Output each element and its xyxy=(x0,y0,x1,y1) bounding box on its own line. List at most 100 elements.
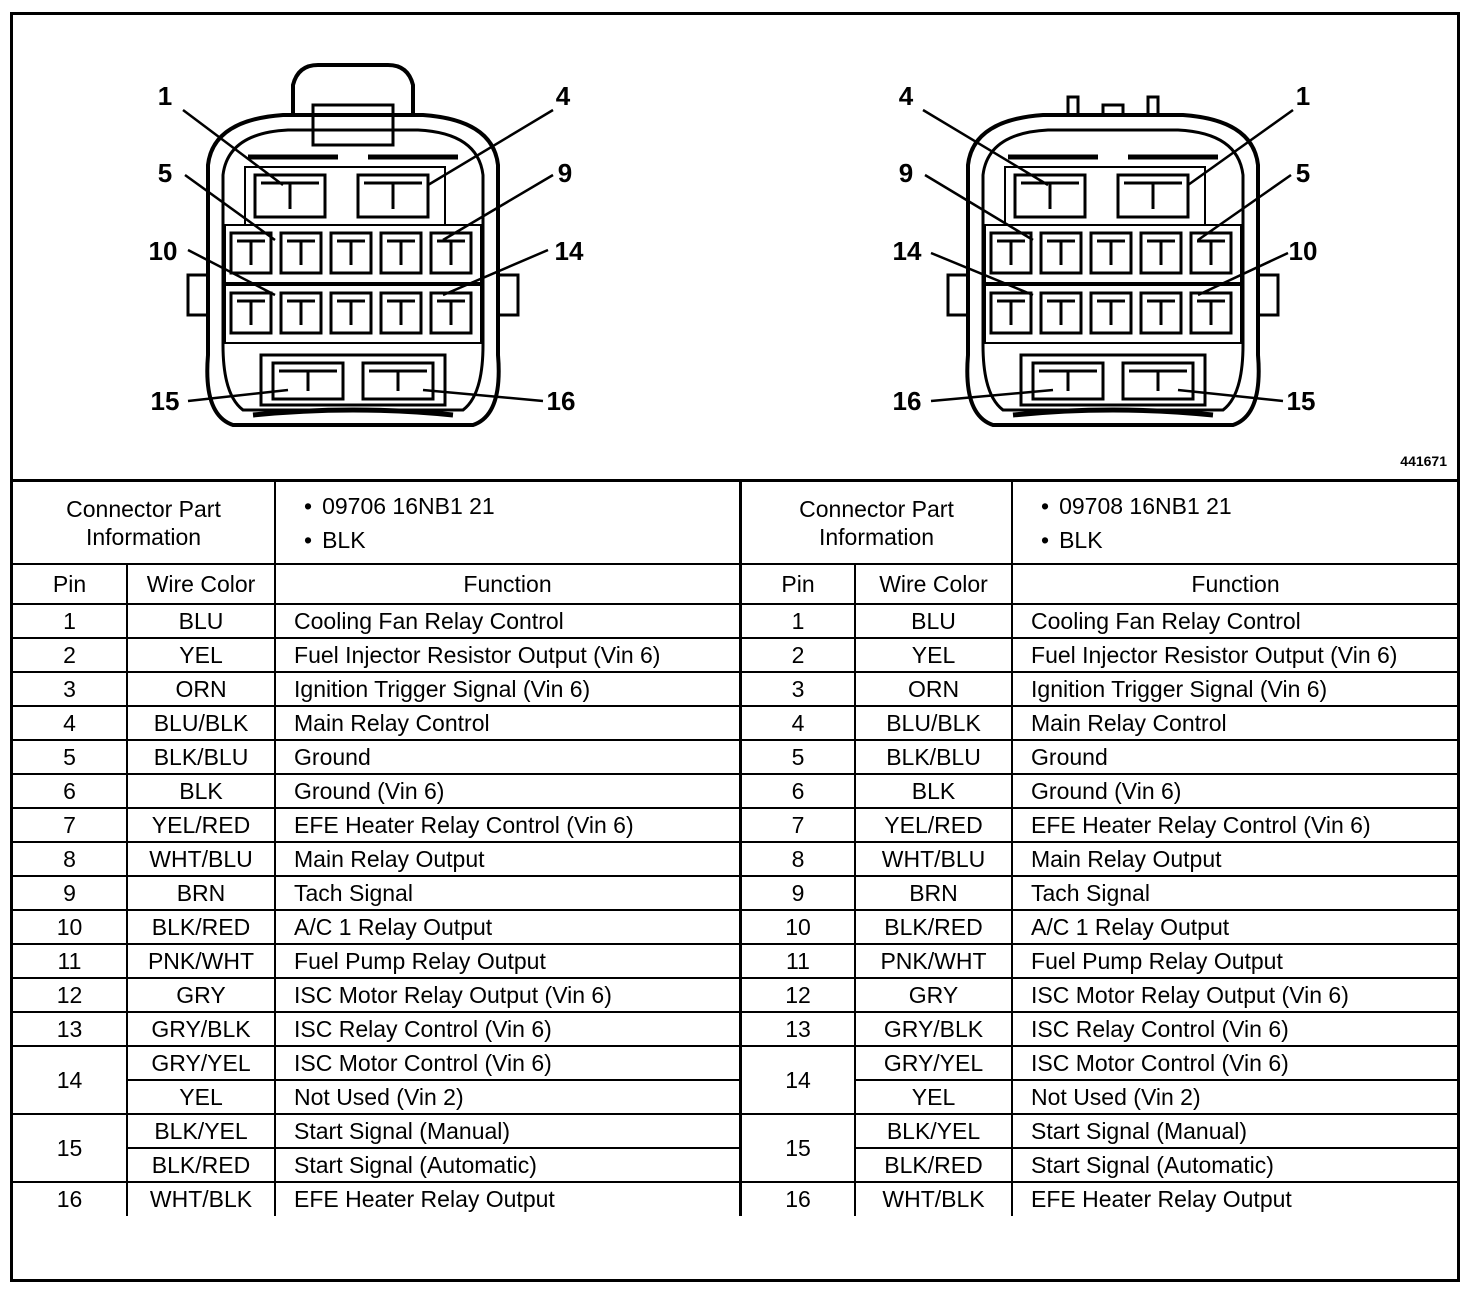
pin-number: 13 xyxy=(13,1011,128,1047)
pin-function: A/C 1 Relay Output xyxy=(274,909,742,945)
cavity-group xyxy=(259,353,447,407)
pin-cavity-latch xyxy=(1097,299,1125,325)
pin-function: Start Signal (Manual) xyxy=(1011,1113,1459,1149)
pin-number: 8 xyxy=(13,841,128,877)
pin-callout-label: 14 xyxy=(555,236,584,266)
pin-cavity-latch xyxy=(1147,239,1175,265)
pin-number: 1 xyxy=(13,603,128,639)
callout-leader xyxy=(924,173,1034,242)
connector-housing xyxy=(205,113,501,427)
pin-callout-label: 16 xyxy=(893,386,922,416)
pin-callout-label: 9 xyxy=(558,158,572,188)
pin-number: 15 xyxy=(13,1113,128,1183)
col-pin: Pin xyxy=(13,563,128,605)
wire-color: BLK xyxy=(125,773,277,809)
col-pin: Pin xyxy=(740,563,856,605)
connector-housing xyxy=(965,113,1261,427)
pin-cavity-latch xyxy=(1097,239,1125,265)
wire-color: BLU xyxy=(125,603,277,639)
pin-cavity-latch xyxy=(337,239,365,265)
wire-color: BLK/BLU xyxy=(125,739,277,775)
pin-function: EFE Heater Relay Control (Vin 6) xyxy=(1011,807,1459,843)
cavity-group xyxy=(984,284,1242,344)
pin-cavity xyxy=(356,173,430,219)
pin-cavity-latch xyxy=(1039,369,1097,391)
pin-cavity-latch xyxy=(997,239,1025,265)
pin-function: Ground xyxy=(274,739,742,775)
right-pinout-table: Connector Part Information 09708 16NB1 2… xyxy=(739,482,1459,1216)
pin-cavity-latch xyxy=(369,369,427,391)
pin-cavity xyxy=(989,231,1033,275)
pin-function: Ground (Vin 6) xyxy=(1011,773,1459,809)
pin-function: Not Used (Vin 2) xyxy=(1011,1079,1459,1115)
wire-color: BLU xyxy=(853,603,1014,639)
pin-function: Main Relay Control xyxy=(1011,705,1459,741)
pin-callout-label: 5 xyxy=(1296,158,1310,188)
part-number: 09706 16NB1 21 xyxy=(304,489,739,523)
wire-color: YEL xyxy=(125,637,277,673)
pin-cavity-latch xyxy=(1197,299,1225,325)
pin-function: Start Signal (Automatic) xyxy=(1011,1147,1459,1183)
pin-cavity-latch xyxy=(337,299,365,325)
pin-cavity-latch xyxy=(437,299,465,325)
pin-cavity xyxy=(279,231,323,275)
pin-function: Fuel Injector Resistor Output (Vin 6) xyxy=(1011,637,1459,673)
pin-function: Ground (Vin 6) xyxy=(274,773,742,809)
wire-color: ORN xyxy=(125,671,277,707)
pin-function: EFE Heater Relay Output xyxy=(1011,1181,1459,1216)
wire-color: BLK/RED xyxy=(853,1147,1014,1183)
pin-cavity xyxy=(379,231,423,275)
wire-color: BLU/BLK xyxy=(853,705,1014,741)
pin-function: Main Relay Output xyxy=(1011,841,1459,877)
part-info-values: 09708 16NB1 21 BLK xyxy=(1011,482,1459,565)
callout-leader xyxy=(922,108,1049,187)
part-number: 09708 16NB1 21 xyxy=(1041,489,1458,523)
wire-color: WHT/BLK xyxy=(125,1181,277,1216)
pin-callout-label: 10 xyxy=(149,236,178,266)
pin-cavity-latch xyxy=(287,299,315,325)
callout-leader xyxy=(422,388,544,403)
col-function: Function xyxy=(274,563,742,605)
pin-function: A/C 1 Relay Output xyxy=(1011,909,1459,945)
pin-callout-label: 4 xyxy=(556,81,571,111)
pin-cavity-latch xyxy=(1047,299,1075,325)
wire-color: WHT/BLU xyxy=(125,841,277,877)
wire-color: BLK/RED xyxy=(127,1147,277,1183)
pin-number: 7 xyxy=(13,807,128,843)
pin-function: ISC Motor Relay Output (Vin 6) xyxy=(274,977,742,1013)
wire-color: ORN xyxy=(853,671,1014,707)
pin-function: Ignition Trigger Signal (Vin 6) xyxy=(274,671,742,707)
pin-callout-label: 15 xyxy=(151,386,180,416)
pin-cavity xyxy=(1139,231,1183,275)
side-tab xyxy=(186,273,208,317)
callout-leader xyxy=(930,388,1054,403)
pin-cavity-latch xyxy=(1047,239,1075,265)
locking-latch xyxy=(291,63,415,115)
pin-function: EFE Heater Relay Output xyxy=(274,1181,742,1216)
pin-cavity-latch xyxy=(279,369,337,391)
pin-function: Tach Signal xyxy=(274,875,742,911)
pin-number: 9 xyxy=(740,875,856,911)
callout-leader xyxy=(442,173,554,242)
wire-color: GRY/BLK xyxy=(853,1011,1014,1047)
wire-color: GRY/YEL xyxy=(853,1045,1014,1081)
pin-cavity-latch xyxy=(1124,181,1182,209)
pin-number: 6 xyxy=(13,773,128,809)
pin-cavity xyxy=(271,361,345,401)
bottom-seal xyxy=(1012,407,1214,418)
pin-function: Start Signal (Manual) xyxy=(274,1113,742,1149)
pin-callout-label: 5 xyxy=(158,158,172,188)
pin-number: 14 xyxy=(13,1045,128,1115)
